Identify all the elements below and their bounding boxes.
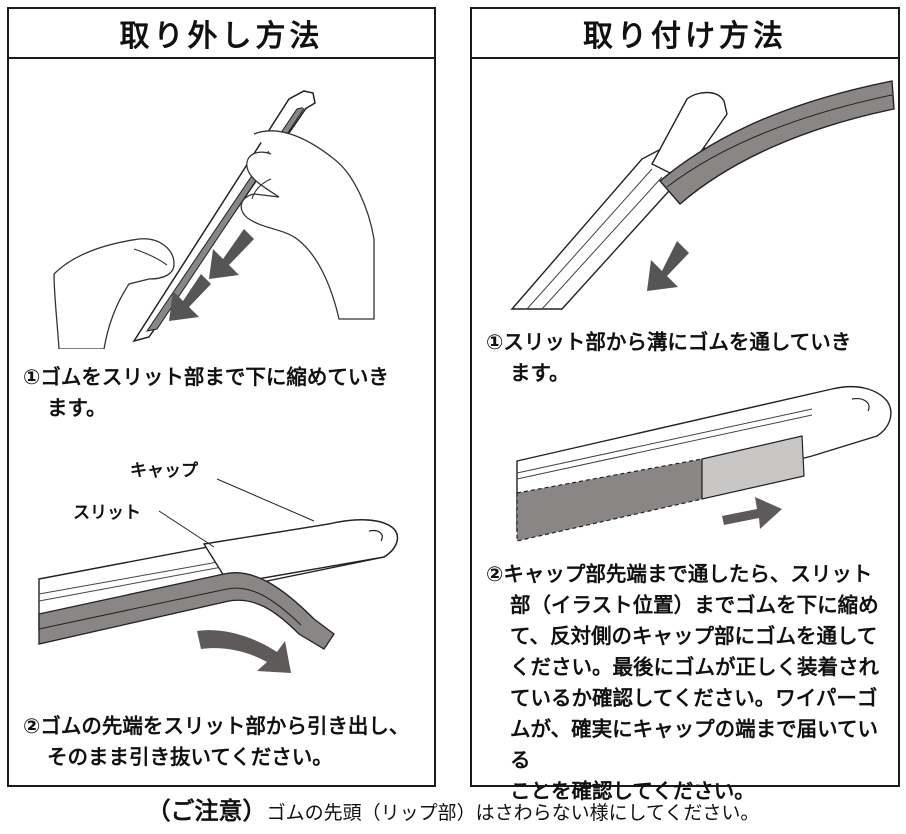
cap-label: キャップ <box>130 461 198 481</box>
removal-step-1: ①ゴムをスリット部まで下に縮めていき ます。 <box>23 365 389 420</box>
slit-label: スリット <box>73 503 141 523</box>
down-arrow-icon <box>647 241 689 291</box>
installation-step-2: ②キャップ部先端まで通したら、スリット 部（イラスト位置）までゴムを下に縮め て… <box>486 562 879 803</box>
removal-step-2: ②ゴムの先端をスリット部から引き出し、 そのまま引き抜いてください。 <box>23 714 410 769</box>
removal-illustration-2 <box>38 478 399 673</box>
caution-text: ゴムの先頭（リップ部）はさわらない様にしてください。 <box>266 802 760 824</box>
right-arrow-icon <box>722 497 782 529</box>
installation-step-1: ①スリット部から溝にゴムを通していき ます。 <box>486 330 852 385</box>
caution-note: （ご注意）ゴムの先頭（リップ部）はさわらない様にしてください。 <box>0 791 906 826</box>
installation-illustration-2 <box>516 385 892 542</box>
removal-panel: 取り外し方法 ①ゴムをスリット部まで下に縮めていき ます。 <box>7 7 436 787</box>
installation-illustration-1 <box>510 80 895 310</box>
removal-illustration-1 <box>53 90 375 349</box>
caution-label: （ご注意） <box>146 797 267 825</box>
removal-title: 取り外し方法 <box>9 9 434 59</box>
installation-title: 取り付け方法 <box>472 9 898 59</box>
down-arrow-icon <box>169 229 254 321</box>
curved-arrow-icon <box>197 630 291 673</box>
installation-panel: 取り付け方法 ①スリット部から溝にゴムを通していき ます。 ②キャップ部先端まで… <box>470 7 900 803</box>
